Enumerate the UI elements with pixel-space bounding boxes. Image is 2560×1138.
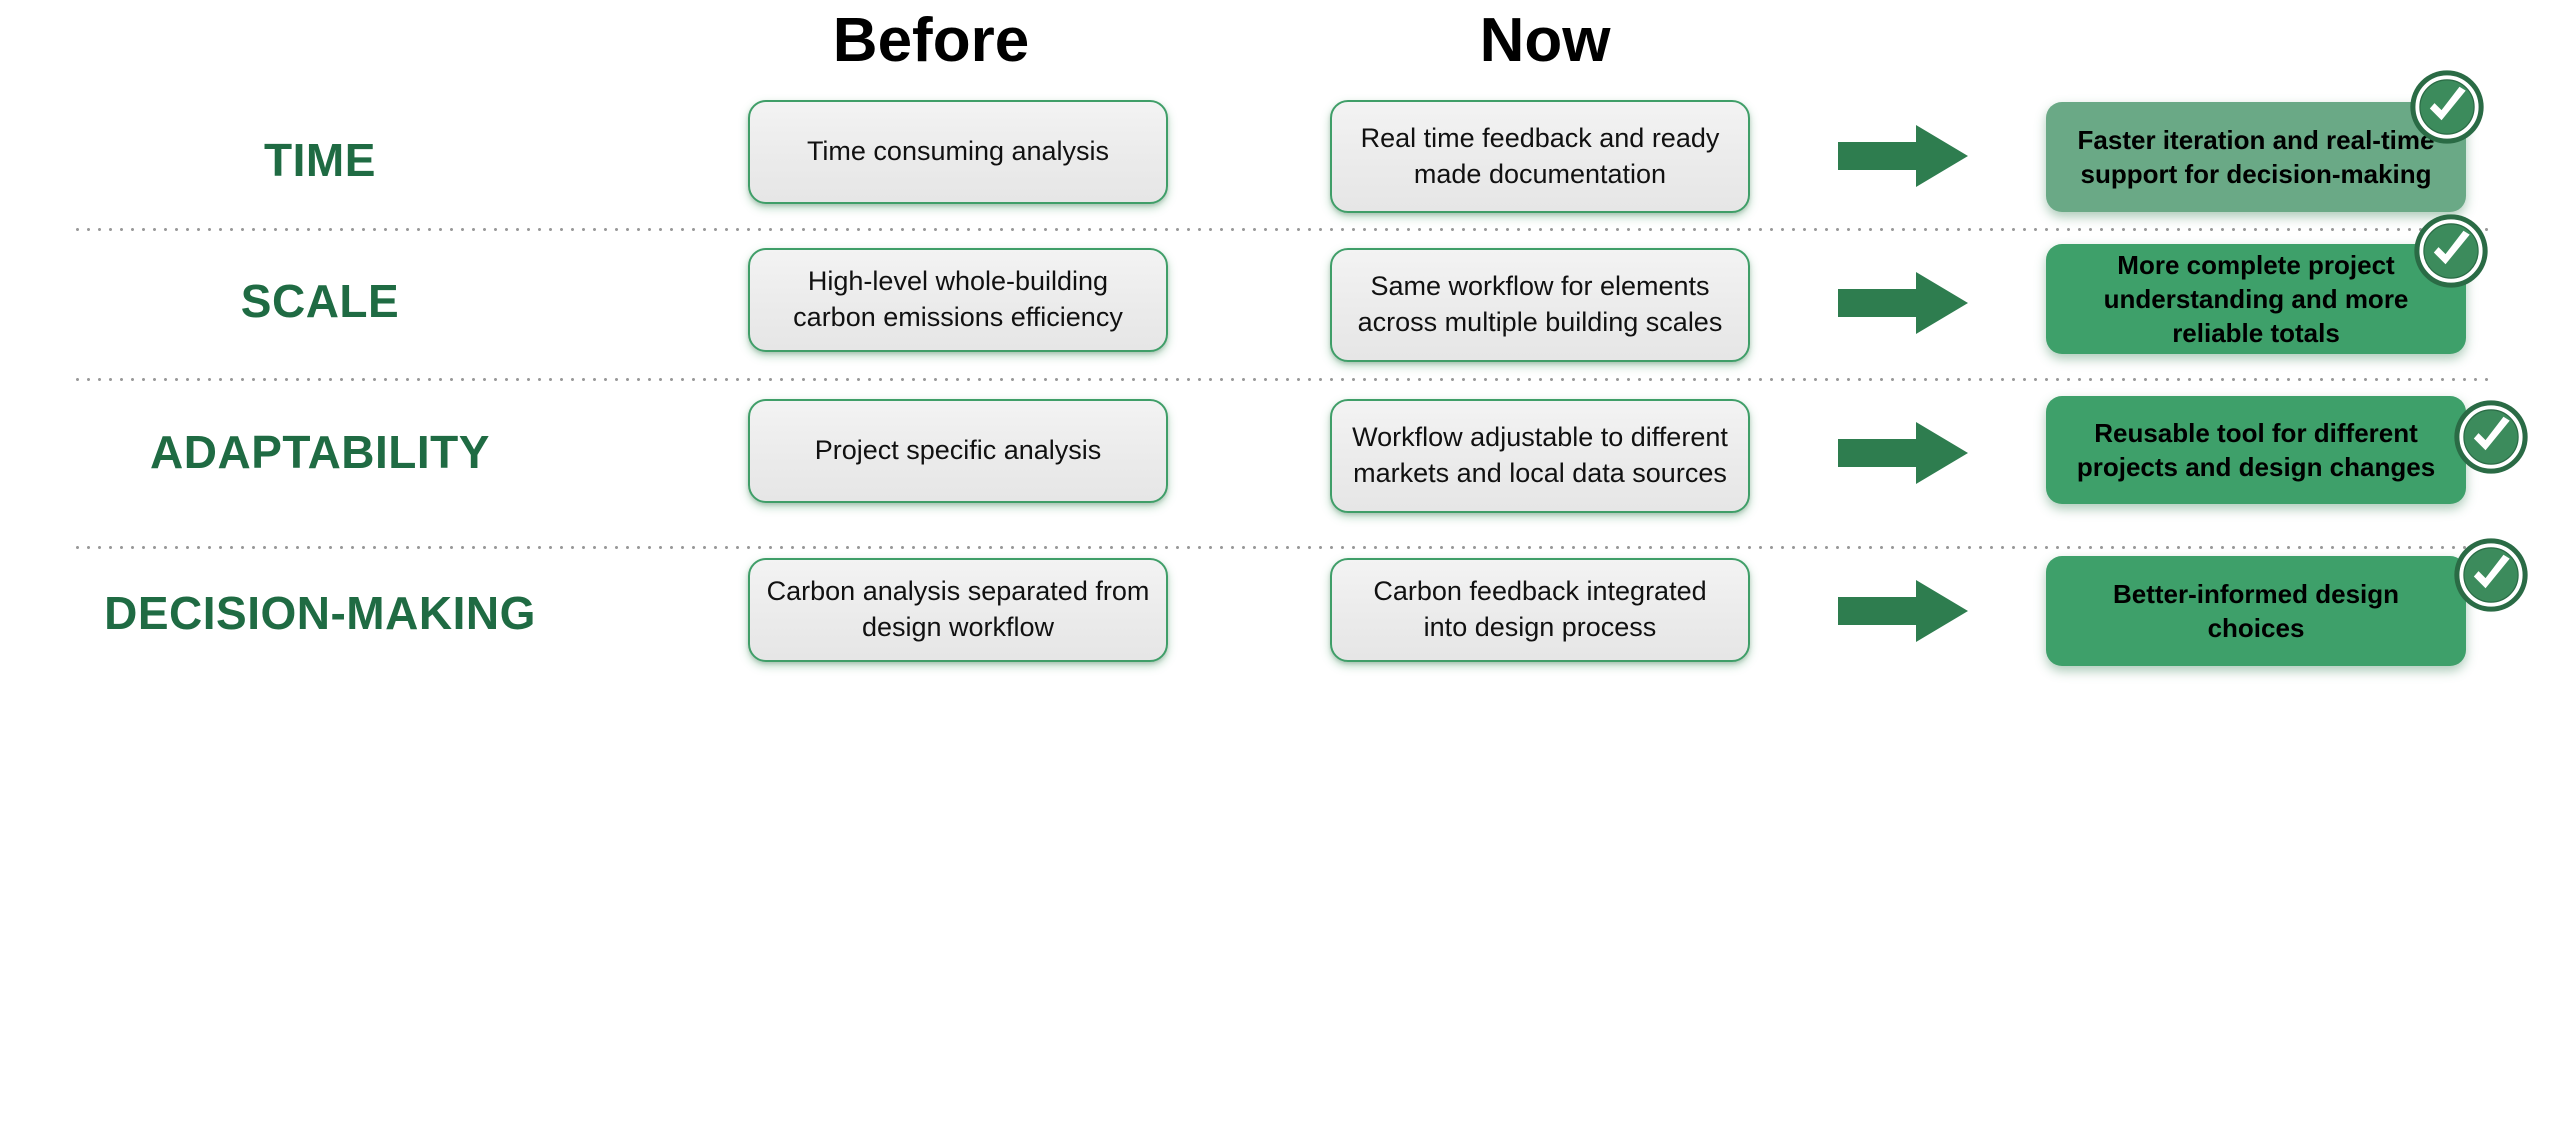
row-divider	[72, 546, 2490, 549]
comparison-row: SCALE High-level whole-building carbon e…	[0, 214, 2560, 368]
now-card: Workflow adjustable to different markets…	[1330, 399, 1750, 513]
check-circle-icon	[2412, 212, 2490, 290]
check-circle-icon	[2452, 398, 2530, 476]
right-arrow-icon	[1838, 125, 1968, 187]
right-arrow-icon	[1838, 580, 1968, 642]
comparison-row: ADAPTABILITY Project specific analysis W…	[0, 396, 2560, 518]
before-card: Carbon analysis separated from design wo…	[748, 558, 1168, 662]
column-header-now: Now	[1479, 6, 1611, 75]
now-card: Same workflow for elements across multip…	[1330, 248, 1750, 362]
row-category-label: ADAPTABILITY	[150, 426, 490, 478]
right-arrow-icon	[1838, 272, 1968, 334]
row-divider	[72, 378, 2490, 381]
now-card: Carbon feedback integrated into design p…	[1330, 558, 1750, 662]
comparison-row: TIME Time consuming analysis Real time f…	[0, 70, 2560, 218]
row-divider	[72, 228, 2490, 231]
check-circle-icon	[2408, 68, 2486, 146]
before-card: Project specific analysis	[748, 399, 1168, 503]
before-card: Time consuming analysis	[748, 100, 1168, 204]
row-category-label: TIME	[264, 134, 376, 186]
before-card: High-level whole-building carbon emissio…	[748, 248, 1168, 352]
outcome-card: Better-informed design choices	[2046, 556, 2466, 666]
outcome-card: More complete project understanding and …	[2046, 244, 2466, 354]
outcome-card: Faster iteration and real-time support f…	[2046, 102, 2466, 212]
right-arrow-icon	[1838, 422, 1968, 484]
column-header-before: Before	[832, 6, 1030, 75]
outcome-card: Reusable tool for different projects and…	[2046, 396, 2466, 504]
check-circle-icon	[2452, 536, 2530, 614]
row-category-label: SCALE	[240, 275, 400, 327]
now-card: Real time feedback and ready made docume…	[1330, 100, 1750, 213]
comparison-row: DECISION-MAKING Carbon analysis separate…	[0, 538, 2560, 676]
row-category-label: DECISION-MAKING	[104, 587, 536, 639]
